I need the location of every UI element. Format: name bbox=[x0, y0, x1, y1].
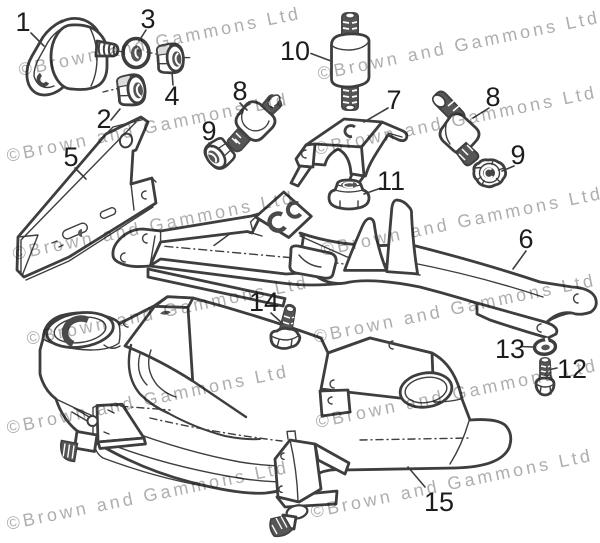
svg-text:12: 12 bbox=[557, 354, 587, 384]
svg-text:11: 11 bbox=[377, 166, 405, 196]
svg-text:7: 7 bbox=[386, 85, 401, 115]
svg-text:9: 9 bbox=[510, 140, 525, 170]
svg-text:9: 9 bbox=[201, 116, 216, 146]
svg-text:2: 2 bbox=[96, 104, 111, 134]
svg-text:13: 13 bbox=[495, 334, 525, 364]
svg-text:3: 3 bbox=[140, 4, 155, 34]
svg-text:8: 8 bbox=[232, 76, 247, 106]
svg-text:5: 5 bbox=[63, 142, 78, 172]
svg-text:8: 8 bbox=[485, 82, 500, 112]
svg-text:4: 4 bbox=[164, 81, 179, 111]
svg-text:14: 14 bbox=[249, 287, 279, 317]
svg-text:6: 6 bbox=[518, 224, 533, 254]
svg-text:10: 10 bbox=[280, 36, 310, 66]
svg-text:1: 1 bbox=[15, 7, 30, 37]
svg-text:15: 15 bbox=[424, 487, 454, 517]
